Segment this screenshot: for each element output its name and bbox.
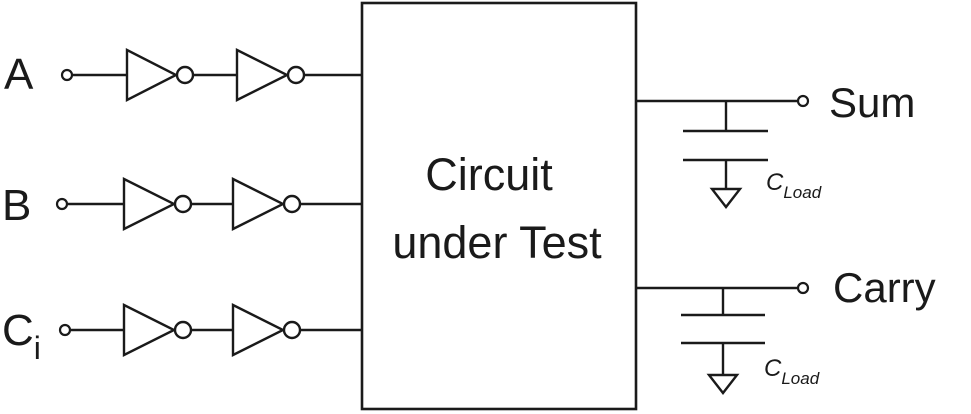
sum-cload-label: CLoad — [766, 169, 822, 202]
input-a-chain: A — [4, 48, 362, 102]
inverter-a1 — [125, 48, 179, 102]
carry-ground-icon — [706, 373, 740, 395]
circuit-under-test-box — [360, 1, 638, 411]
output-carry: Carry CLoad — [636, 264, 936, 395]
input-b-terminal — [55, 197, 69, 211]
sum-ground-icon — [709, 187, 743, 209]
inverter-b2-bubble — [282, 194, 302, 214]
output-carry-label: Carry — [833, 264, 936, 311]
output-sum-label: Sum — [829, 79, 915, 126]
carry-cload-label: CLoad — [764, 355, 820, 388]
output-sum: Sum CLoad — [636, 79, 915, 209]
block-title-line1: Circuit — [425, 149, 553, 200]
output-carry-terminal — [796, 281, 810, 295]
input-b-label: B — [2, 181, 31, 230]
inverter-a2-bubble — [286, 65, 306, 85]
inverter-ci2-bubble — [282, 320, 302, 340]
input-b-chain: B — [2, 177, 362, 231]
inverter-a1-bubble — [175, 65, 195, 85]
inverter-b2 — [231, 177, 286, 231]
inverter-ci1 — [122, 303, 177, 357]
inverter-b1-bubble — [173, 194, 193, 214]
inverter-b1 — [122, 177, 177, 231]
input-ci-terminal — [58, 323, 72, 337]
input-ci-label: Ci — [2, 306, 41, 366]
input-ci-chain: Ci — [2, 303, 362, 366]
block-title-line2: under Test — [392, 217, 602, 268]
inverter-ci2 — [231, 303, 286, 357]
inverter-a2 — [235, 48, 290, 102]
input-a-terminal — [60, 68, 74, 82]
output-sum-terminal — [796, 94, 810, 108]
inverter-ci1-bubble — [173, 320, 193, 340]
input-a-label: A — [4, 50, 34, 99]
